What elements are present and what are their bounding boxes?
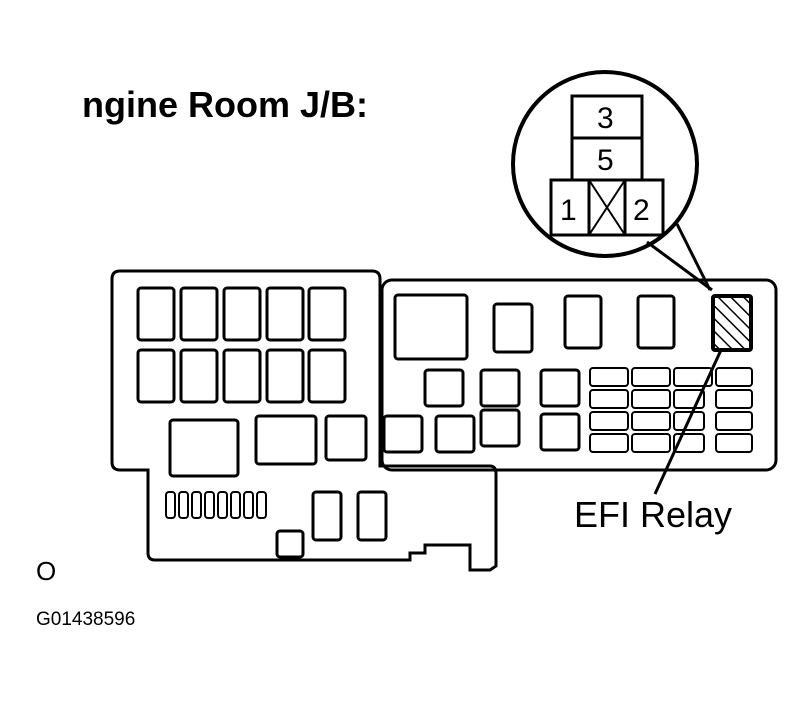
fuse-slot <box>222 286 262 342</box>
junction-block-left-section <box>110 269 498 572</box>
fuse-slot <box>275 529 305 559</box>
fuse-slot <box>179 286 219 342</box>
connector-pin-1-label: 1 <box>560 194 577 227</box>
connector-pin-3-label: 3 <box>597 102 614 135</box>
relay-slot <box>636 294 676 350</box>
hatched-relay-icon <box>711 294 753 352</box>
fuse-slot <box>479 408 521 448</box>
relay-slot <box>254 414 318 466</box>
connector-pin-box-2 <box>623 178 665 237</box>
efi-relay-leader-line <box>653 349 723 495</box>
fuse-slot <box>423 368 465 408</box>
fuse-slot <box>265 348 305 404</box>
connector-pin-box-3 <box>570 94 644 140</box>
fuse-slot <box>356 490 388 542</box>
figure-code: G01438596 <box>36 609 135 630</box>
relay-slot <box>393 293 469 361</box>
relay-slot <box>563 294 603 350</box>
corner-mark: O <box>36 556 56 586</box>
diagram-title: ngine Room J/B: <box>82 84 368 125</box>
fuse-slot <box>539 412 581 452</box>
junction-block-right-section <box>380 278 778 495</box>
fuse-slot <box>311 490 343 542</box>
fuse-slot <box>265 286 305 342</box>
relay-slot <box>492 302 534 354</box>
relay-slot <box>324 414 368 462</box>
connector-pin-2-label: 2 <box>633 194 650 227</box>
connector-pin-5-label: 5 <box>597 144 614 177</box>
mini-fuse-strip <box>165 491 267 519</box>
relay-connector-callout-icon: 3 5 1 2 <box>511 70 713 292</box>
mini-fuse-grid <box>589 367 753 453</box>
fuse-slot <box>434 414 476 454</box>
fuse-slot <box>222 348 262 404</box>
fuse-slot <box>136 348 176 404</box>
fuse-slot <box>179 348 219 404</box>
fuse-slot <box>479 368 521 408</box>
fuse-slot <box>382 414 424 454</box>
fuse-slot <box>307 348 347 404</box>
relay-slot <box>168 418 240 478</box>
efi-relay-label: EFI Relay <box>574 494 732 535</box>
fuse-slot <box>136 286 176 342</box>
fuse-slot <box>307 286 347 342</box>
fuse-slot <box>539 368 581 408</box>
